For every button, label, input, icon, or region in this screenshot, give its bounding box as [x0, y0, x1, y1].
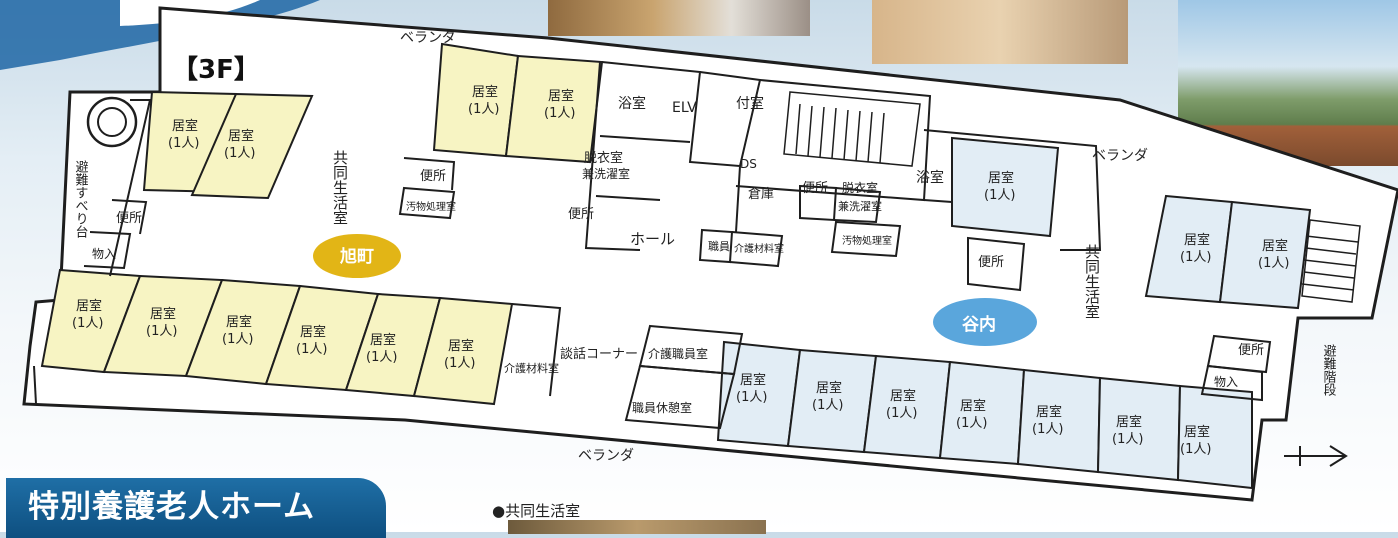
- escape-slide-icon: [86, 96, 138, 148]
- veranda-label-right: ベランダ: [1092, 148, 1148, 164]
- label-toilet-5: 便所: [116, 211, 142, 226]
- room-occupancy: (1人): [984, 188, 1015, 203]
- interior-walls: [33, 61, 1272, 430]
- label-laundry-1: 兼洗濯室: [838, 199, 882, 213]
- room-label: 居室: [300, 324, 326, 340]
- room-occupancy: (1人): [222, 332, 253, 347]
- photo-caption: ●共同生活室: [492, 502, 581, 520]
- room-occupancy: (1人): [444, 356, 475, 371]
- room-label: 居室: [1116, 414, 1142, 430]
- label-waste-1: 汚物処理室: [842, 234, 892, 247]
- room-label: 居室: [1036, 404, 1062, 420]
- room-label: 居室: [472, 84, 498, 100]
- label-ds: DS: [740, 157, 757, 171]
- room-label: 居室: [1184, 232, 1210, 248]
- label-care-staff: 介護職員室: [648, 346, 708, 361]
- photo-interior-1: [548, 0, 810, 36]
- room-label: 居室: [740, 372, 766, 388]
- stairs-right: [1301, 219, 1361, 303]
- label-elv: ELV: [672, 100, 697, 116]
- label-care-materials: 介護材料室: [504, 361, 559, 375]
- room-label: 居室: [816, 380, 842, 396]
- unit-badge-yachi: [933, 298, 1037, 346]
- room-occupancy: (1人): [736, 390, 767, 405]
- room-occupancy: (1人): [72, 316, 103, 331]
- photo-interior-2: [872, 0, 1128, 64]
- room-label: 居室: [548, 88, 574, 104]
- yellow-rooms-bottom-left: [40, 268, 514, 406]
- label-hall: ホール: [630, 230, 675, 248]
- unit-badge-asahimachi: [313, 234, 401, 278]
- room-occupancy: (1人): [544, 106, 575, 121]
- label-escape-slide: 避難すべり台: [73, 160, 89, 238]
- label-toilet-6: 便所: [1238, 343, 1264, 358]
- room-occupancy: (1人): [296, 342, 327, 357]
- unit-name-yachi: 谷内: [962, 314, 996, 335]
- room-label: 居室: [1184, 424, 1210, 440]
- label-common-room-right: 共同生活室: [1083, 244, 1101, 319]
- label-goods-1: 物入: [92, 247, 116, 261]
- room-label: 居室: [370, 332, 396, 348]
- room-label: 居室: [1262, 238, 1288, 254]
- room-label: 居室: [226, 314, 252, 330]
- label-staff-toilet: 職員: [708, 240, 730, 253]
- label-storage: 倉庫: [748, 187, 774, 202]
- room-label: 居室: [448, 338, 474, 354]
- label-escape-stairs: 避難階段: [1321, 344, 1337, 396]
- room-labels: 居室 (1人) 居室 (1人) 居室 (1人) 居室 (1人) 居室 (1人) 居室 (1人) 居室 (1…: [72, 84, 1289, 457]
- label-common-room-left: 共同生活室: [331, 150, 349, 225]
- room-label: 居室: [890, 388, 916, 404]
- label-toilet-4: 便所: [978, 255, 1004, 270]
- photo-common-room: [508, 520, 766, 534]
- room-occupancy: (1人): [1258, 256, 1289, 271]
- label-bath-2: 浴室: [916, 169, 944, 186]
- room-occupancy: (1人): [224, 146, 255, 161]
- room-occupancy: (1人): [468, 102, 499, 117]
- floor-label: 【3F】: [172, 55, 260, 85]
- room-occupancy: (1人): [366, 350, 397, 365]
- room-occupancy: (1人): [168, 136, 199, 151]
- label-laundry-2: 兼洗濯室: [582, 166, 630, 181]
- veranda-label-bottom: ベランダ: [578, 448, 634, 464]
- room-label: 居室: [76, 298, 102, 314]
- label-toilet-2: 便所: [568, 207, 594, 222]
- room-occupancy: (1人): [886, 406, 917, 421]
- blue-rooms-bottom: [716, 340, 1253, 490]
- room-label: 居室: [960, 398, 986, 414]
- label-toilet-1: 便所: [802, 181, 828, 196]
- stairs-center: [783, 91, 921, 167]
- room-occupancy: (1人): [1032, 422, 1063, 437]
- room-label: 居室: [172, 118, 198, 134]
- room-label: 居室: [988, 170, 1014, 186]
- label-waste-2: 汚物処理室: [406, 200, 456, 213]
- label-staff-rest: 職員休憩室: [632, 400, 692, 415]
- veranda-label-top: ベランダ: [400, 30, 456, 46]
- label-lounge: 談話コーナー: [560, 346, 638, 362]
- room-occupancy: (1人): [1180, 250, 1211, 265]
- label-toilet-3: 便所: [420, 169, 446, 184]
- page-title: 特別養護老人ホーム: [6, 478, 386, 538]
- label-goods-2: 物入: [1214, 375, 1238, 389]
- label-bath-1: 浴室: [618, 95, 646, 112]
- room-occupancy: (1人): [1180, 442, 1211, 457]
- room-occupancy: (1人): [812, 398, 843, 413]
- room-occupancy: (1人): [1112, 432, 1143, 447]
- unit-name-asahimachi: 旭町: [339, 246, 374, 267]
- room-label: 居室: [150, 306, 176, 322]
- room-occupancy: (1人): [956, 416, 987, 431]
- room-occupancy: (1人): [146, 324, 177, 339]
- yellow-rooms-top-left: [142, 42, 604, 200]
- blue-rooms-right: [951, 136, 1312, 310]
- label-changing-1: 脱衣室: [842, 180, 878, 195]
- label-changing-2: 脱衣室: [584, 150, 623, 166]
- label-care-storage: 介護材料室: [734, 242, 784, 255]
- label-aux: 付室: [736, 95, 764, 112]
- north-arrow-icon: [1284, 445, 1348, 467]
- room-label: 居室: [228, 128, 254, 144]
